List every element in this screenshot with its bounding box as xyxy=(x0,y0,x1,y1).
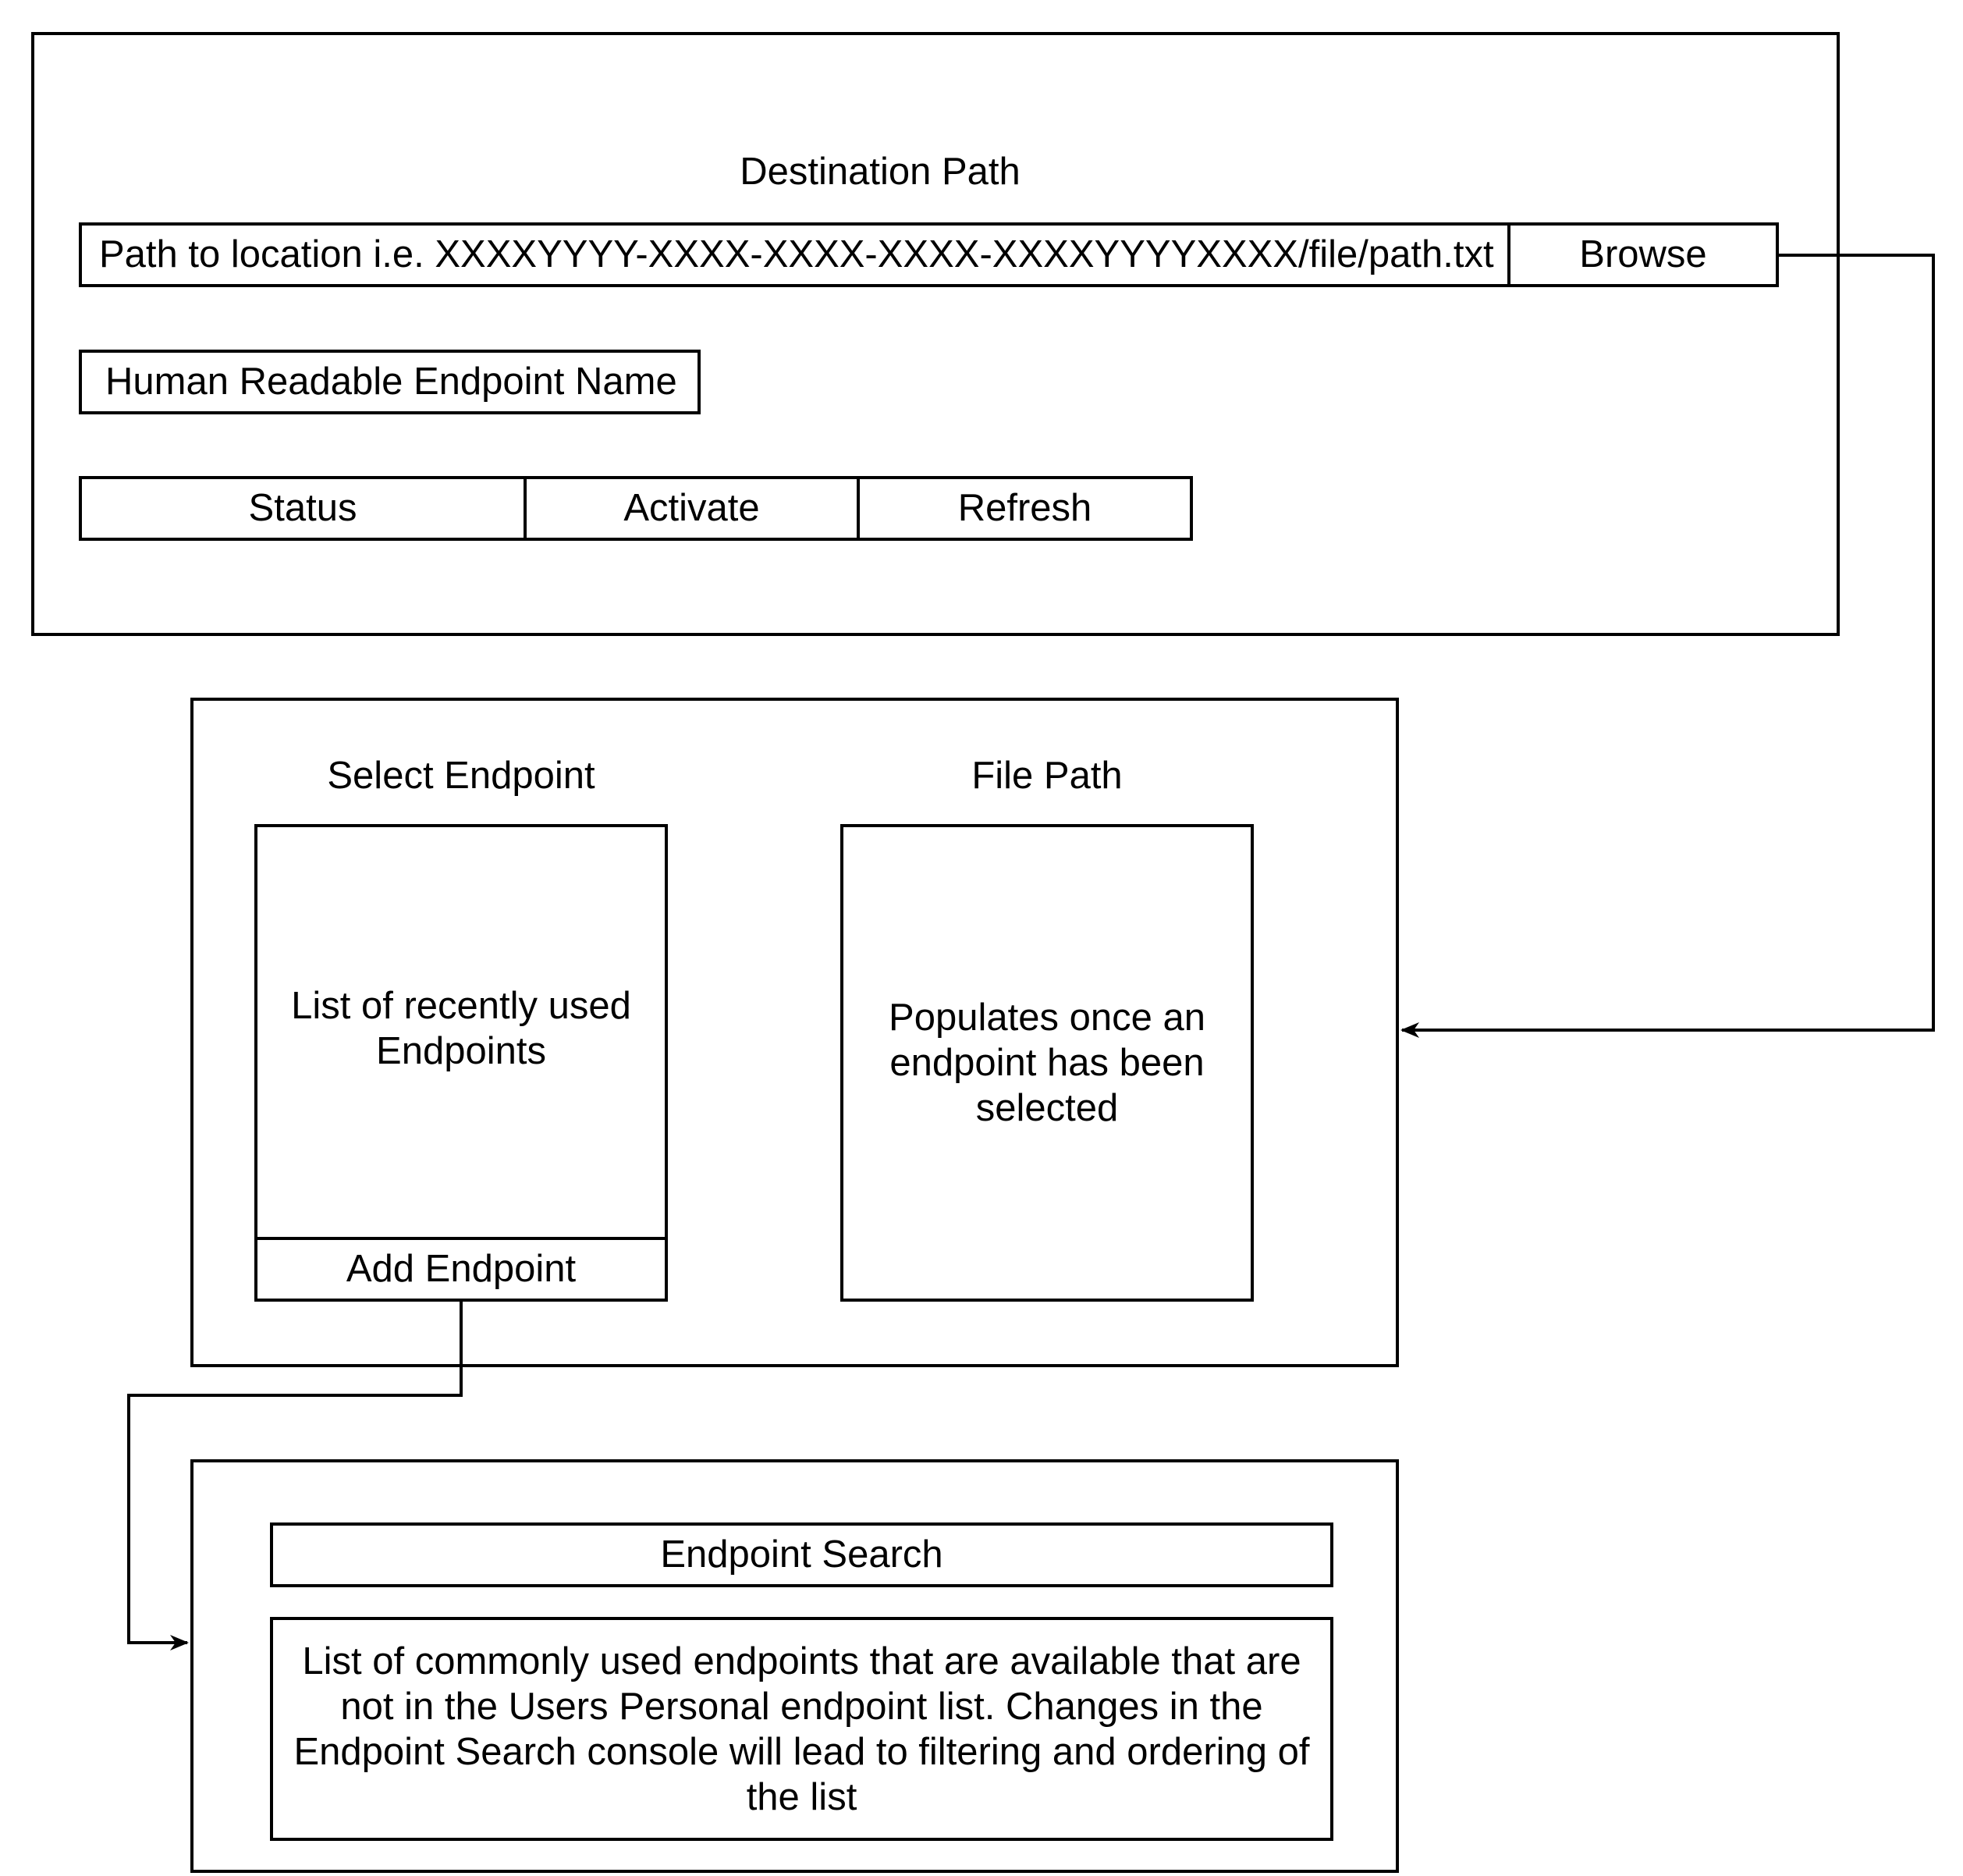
recent-endpoints-text: List of recently used Endpoints xyxy=(291,985,631,1072)
activate-button[interactable]: Activate xyxy=(524,476,860,541)
browse-button[interactable]: Browse xyxy=(1507,222,1779,287)
destination-path-heading: Destination Path xyxy=(740,151,1021,193)
file-path-panel: Populates once an endpoint has been sele… xyxy=(840,824,1254,1302)
status-indicator: Status xyxy=(79,476,527,541)
file-path-heading: File Path xyxy=(971,755,1123,797)
endpoint-name-input[interactable]: Human Readable Endpoint Name xyxy=(79,350,701,414)
add-endpoint-button[interactable]: Add Endpoint xyxy=(254,1237,668,1302)
destination-settings-panel xyxy=(31,32,1840,636)
recent-endpoints-list[interactable]: List of recently used Endpoints xyxy=(254,824,668,1241)
endpoint-search-input[interactable]: Endpoint Search xyxy=(270,1522,1333,1587)
common-endpoints-list[interactable]: List of commonly used endpoints that are… xyxy=(270,1617,1333,1841)
refresh-button[interactable]: Refresh xyxy=(857,476,1193,541)
path-input[interactable]: Path to location i.e. XXXXYYYY-XXXX-XXXX… xyxy=(79,222,1510,287)
file-path-text: Populates once an endpoint has been sele… xyxy=(889,997,1205,1129)
select-endpoint-heading: Select Endpoint xyxy=(327,755,595,797)
common-endpoints-text: List of commonly used endpoints that are… xyxy=(293,1640,1310,1818)
